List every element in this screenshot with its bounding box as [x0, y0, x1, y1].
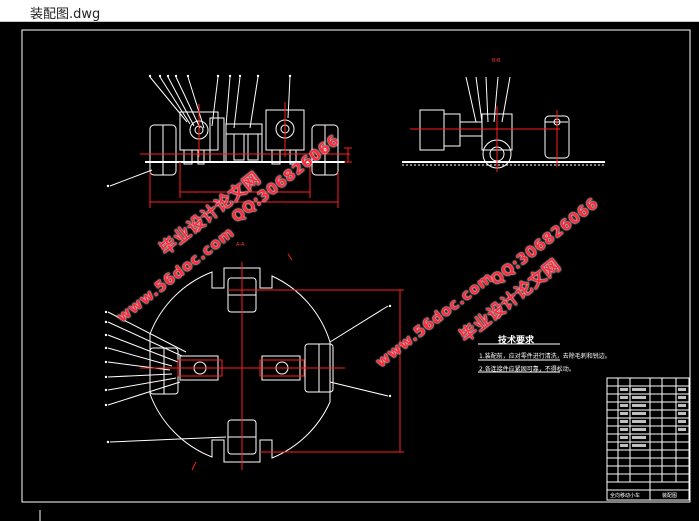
front-view — [109, 76, 345, 187]
tech-note-1: 1.装配前，应对零件进行清洗，去除毛刺和锐边。 — [479, 353, 611, 360]
plan-view — [107, 267, 389, 463]
section-label-aa: A-A — [236, 242, 245, 248]
title-block — [606, 377, 690, 501]
tech-requirements-title: 技术要求 — [498, 336, 535, 346]
drawing-border — [21, 29, 691, 503]
document-tab-title[interactable]: 装配图.dwg — [30, 7, 101, 22]
section-arrow-bottom — [191, 461, 197, 471]
drawing-canvas[interactable]: B-B A-A 技术要求 1.装配前，应对零件进行清洗，去除毛刺和锐边。 2.各… — [0, 22, 699, 521]
side-view-dimensions — [410, 106, 560, 172]
plan-view-balloons — [104, 304, 392, 444]
section-label-bb: B-B — [492, 58, 501, 64]
cad-drawing — [21, 29, 691, 521]
front-view-dimensions — [140, 102, 352, 208]
title-block-name: 全向移动小车 — [610, 493, 641, 499]
tech-note-2: 2.各连接件应紧固可靠，不得松动。 — [479, 366, 575, 373]
section-arrow-top — [287, 253, 293, 261]
title-bar: 装配图.dwg — [0, 0, 699, 22]
side-view — [402, 76, 605, 169]
plan-view-dimensions — [140, 262, 404, 470]
title-block-drawing-type: 装配图 — [662, 493, 678, 499]
title-block-fill — [620, 388, 686, 447]
tech-notes-box — [478, 343, 560, 373]
front-view-balloons — [106, 74, 292, 188]
